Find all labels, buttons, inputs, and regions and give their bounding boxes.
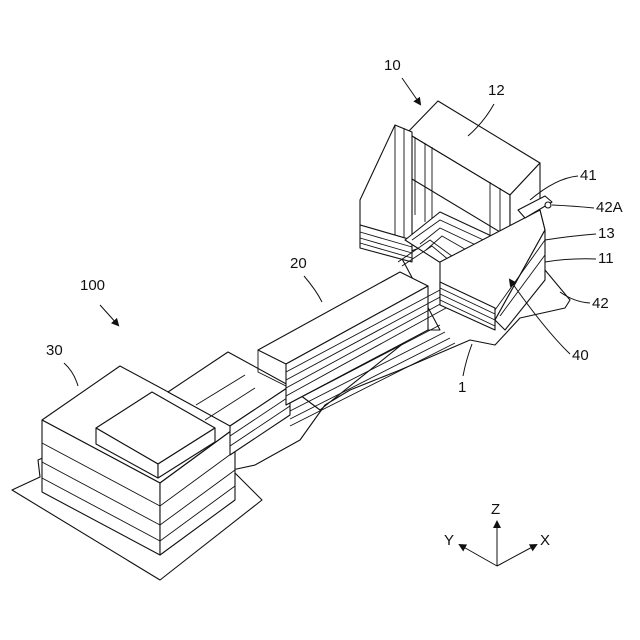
label-42A: 42A bbox=[596, 199, 623, 216]
axis-label-y: Y bbox=[444, 532, 454, 549]
label-12: 12 bbox=[488, 82, 505, 99]
label-30: 30 bbox=[46, 342, 63, 359]
label-40: 40 bbox=[572, 347, 589, 364]
label-1: 1 bbox=[458, 379, 466, 396]
label-100: 100 bbox=[80, 277, 105, 294]
label-13: 13 bbox=[598, 225, 615, 242]
axis-label-x: X bbox=[540, 532, 550, 549]
label-42: 42 bbox=[592, 295, 609, 312]
label-11: 11 bbox=[598, 250, 614, 267]
label-10: 10 bbox=[384, 57, 401, 74]
label-20: 20 bbox=[290, 255, 307, 272]
axis-label-z: Z bbox=[491, 501, 500, 518]
label-41: 41 bbox=[580, 167, 597, 184]
coordinate-axes: Z Y X bbox=[444, 501, 550, 566]
